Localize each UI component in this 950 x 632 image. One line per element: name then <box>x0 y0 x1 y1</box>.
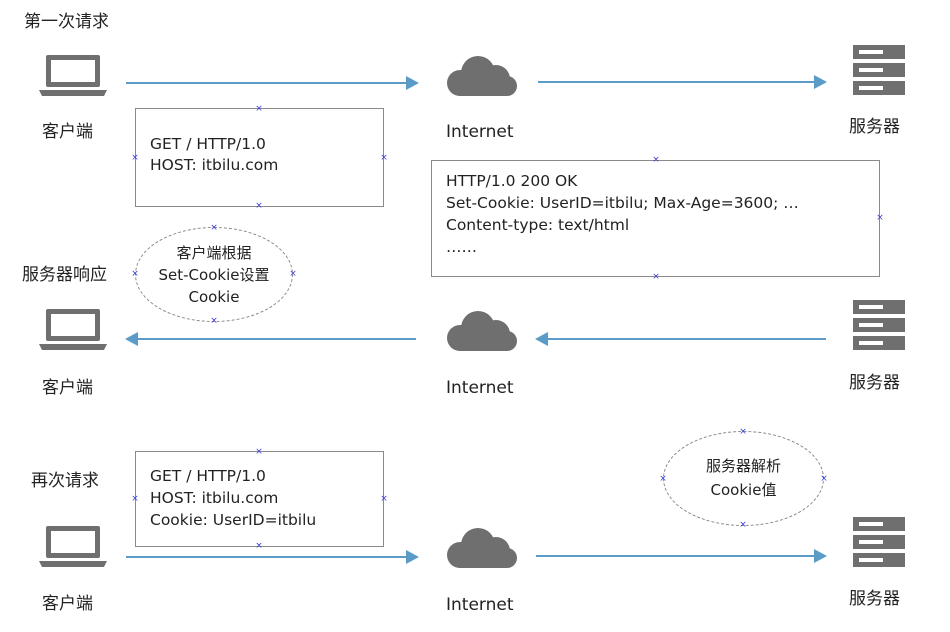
request-cookie: Cookie: UserID=itbilu <box>150 511 317 529</box>
server-rack-icon <box>853 45 905 95</box>
client-label: 客户端 <box>42 122 93 142</box>
cloud-icon <box>447 528 517 568</box>
client-note-ellipse <box>135 227 293 322</box>
server-note-line: Cookie值 <box>710 481 777 499</box>
handle-marker: × <box>131 269 139 279</box>
server-note-line: 服务器解析 <box>705 457 781 475</box>
handle-marker: × <box>210 223 218 233</box>
handle-marker: × <box>131 494 139 504</box>
server-rack-icon <box>853 517 905 567</box>
handle-marker: × <box>210 316 218 326</box>
request-line: GET / HTTP/1.0 <box>150 467 266 485</box>
handle-marker: × <box>659 474 667 484</box>
cloud-icon <box>447 56 517 96</box>
laptop-icon <box>39 55 107 96</box>
handle-marker: × <box>652 155 660 165</box>
request-host: HOST: itbilu.com <box>150 489 279 507</box>
client-note-line: Set-Cookie设置 <box>158 266 270 284</box>
handle-marker: × <box>255 104 263 114</box>
handle-marker: × <box>739 427 747 437</box>
response-ellipsis: …… <box>446 238 477 256</box>
request-box <box>135 451 384 547</box>
server-rack-icon <box>853 300 905 350</box>
handle-marker: × <box>255 541 263 551</box>
client-note-line: Cookie <box>188 288 240 306</box>
request-line: GET / HTTP/1.0 <box>150 135 266 153</box>
response-arrow <box>125 332 416 346</box>
handle-marker: × <box>820 474 828 484</box>
server-label: 服务器 <box>849 117 900 137</box>
response-set-cookie: Set-Cookie: UserID=itbilu; Max-Age=3600;… <box>446 194 799 212</box>
first-request-label: 第一次请求 <box>24 12 109 32</box>
request-box <box>135 108 384 207</box>
response-status: HTTP/1.0 200 OK <box>446 172 578 190</box>
response-content-type: Content-type: text/html <box>446 216 630 234</box>
server-note-ellipse <box>663 431 824 526</box>
handle-marker: × <box>255 201 263 211</box>
client-label: 客户端 <box>42 594 93 614</box>
handle-marker: × <box>380 494 388 504</box>
request-arrow <box>126 550 419 564</box>
request-host: HOST: itbilu.com <box>150 156 279 174</box>
server-label: 服务器 <box>849 373 900 393</box>
response-box <box>431 160 880 277</box>
server-response-label: 服务器响应 <box>22 265 107 285</box>
handle-marker: × <box>876 213 884 223</box>
handle-marker: × <box>739 520 747 530</box>
internet-label: Internet <box>446 122 514 142</box>
handle-marker: × <box>289 269 297 279</box>
handle-marker: × <box>380 153 388 163</box>
laptop-icon <box>39 526 107 567</box>
request-arrow <box>538 75 827 89</box>
internet-label: Internet <box>446 595 514 615</box>
laptop-icon <box>39 309 107 350</box>
internet-label: Internet <box>446 378 514 398</box>
client-note-line: 客户端根据 <box>176 244 252 262</box>
request-arrow <box>126 76 419 90</box>
handle-marker: × <box>255 447 263 457</box>
repeat-request-label: 再次请求 <box>31 471 99 491</box>
server-label: 服务器 <box>849 589 900 609</box>
handle-marker: × <box>652 272 660 282</box>
response-arrow <box>535 332 826 346</box>
handle-marker: × <box>131 153 139 163</box>
request-arrow <box>536 549 827 563</box>
client-label: 客户端 <box>42 378 93 398</box>
cloud-icon <box>447 311 517 351</box>
